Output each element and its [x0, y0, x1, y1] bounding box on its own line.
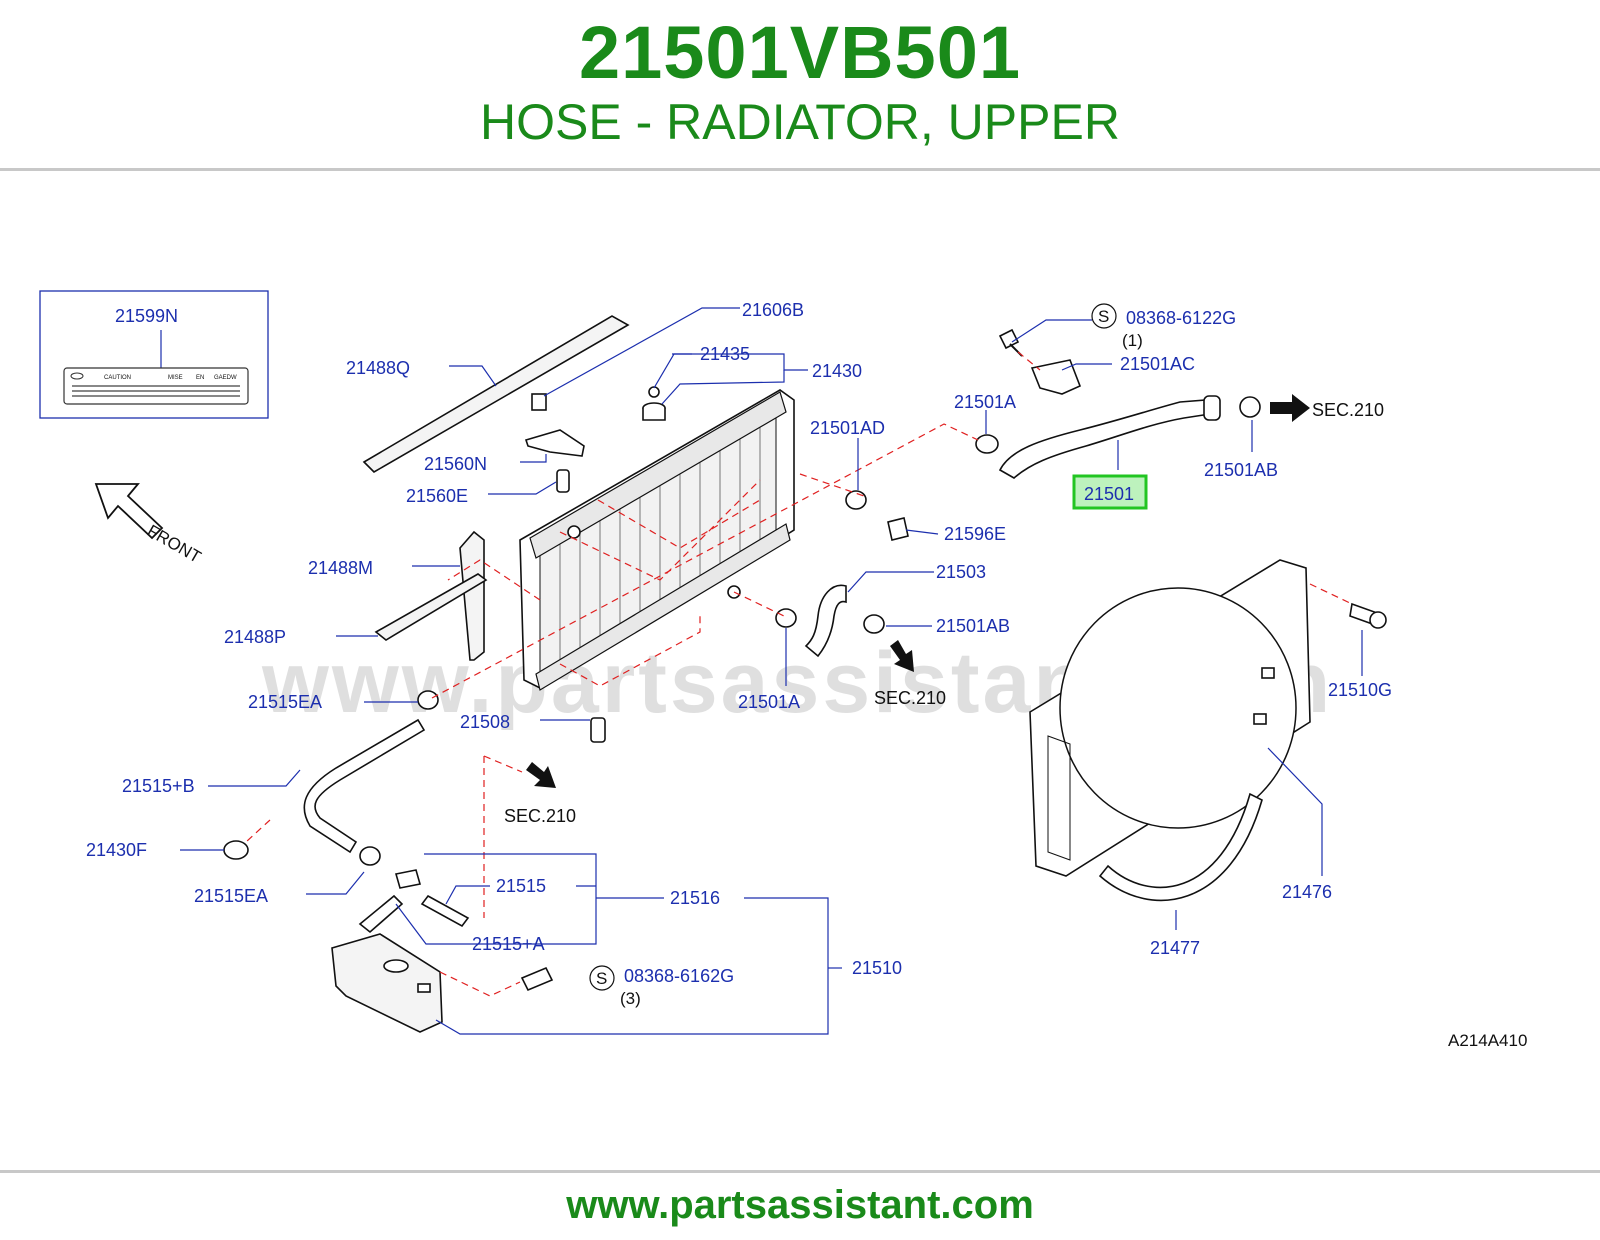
callout-08368-6162G-label: 08368-6162G [624, 966, 734, 986]
gasket-21435[interactable] [648, 386, 660, 398]
part-number-title: 21501VB501 [578, 11, 1022, 94]
callout-21501AC[interactable]: 21501AC [1120, 354, 1195, 374]
sec210-arrow-icon-right [1270, 394, 1310, 422]
callout-08368-6122G-qty: (1) [1122, 331, 1143, 350]
callout-21599N[interactable]: 21599N [115, 306, 178, 326]
bolt-21510G[interactable] [1349, 602, 1387, 629]
drawing-code: A214A410 [1448, 1031, 1527, 1050]
callout-21515[interactable]: 21515 [496, 876, 546, 896]
callout-21501A-top[interactable]: 21501A [954, 392, 1016, 412]
front-arrow-icon: FRONT [94, 483, 204, 567]
fan-shroud-21477[interactable] [1098, 792, 1263, 902]
clamp-21501AB-mid[interactable] [863, 614, 885, 634]
screw-marker-s: S [596, 969, 607, 988]
callout-21515EA-top[interactable]: 21515EA [248, 692, 322, 712]
tee-21515[interactable] [394, 869, 422, 889]
callout-08368-6122G[interactable]: S 08368-6122G (1) [1091, 303, 1236, 350]
seal-21488P[interactable] [374, 573, 488, 641]
clamp-21501AB-top[interactable] [1239, 396, 1261, 418]
front-label: FRONT [144, 521, 204, 567]
clamp-21501A-mid[interactable] [775, 608, 797, 628]
highlighted-part-21501[interactable]: 21501 [1072, 474, 1148, 510]
clamp-21515EA-top[interactable] [417, 690, 439, 710]
callout-21501AB-top[interactable]: 21501AB [1204, 460, 1278, 480]
clamp-21501AD[interactable] [845, 490, 867, 510]
sec210-arrow-icon-left [526, 762, 556, 788]
page-header: 21501VB501 HOSE - RADIATOR, UPPER [0, 0, 1600, 168]
callout-21477[interactable]: 21477 [1150, 938, 1200, 958]
callout-21488Q[interactable]: 21488Q [346, 358, 410, 378]
callout-21476[interactable]: 21476 [1282, 882, 1332, 902]
footer-divider [0, 1170, 1600, 1173]
sticker-text-en: EN [196, 375, 204, 381]
highlighted-part-label: 21501 [1084, 484, 1134, 504]
mount-21560E[interactable] [556, 469, 570, 493]
callout-21435[interactable]: 21435 [700, 344, 750, 364]
hose-21515A[interactable] [358, 894, 404, 934]
screw-marker-s: S [1098, 307, 1109, 326]
callout-21606B[interactable]: 21606B [742, 300, 804, 320]
assembly-dash-lines [245, 351, 1353, 997]
overflow-hose-21515B[interactable] [303, 718, 426, 854]
bolt-08368-6162G[interactable] [520, 966, 554, 992]
reservoir-tank-21510[interactable] [331, 933, 443, 1033]
clamp-21430F[interactable] [223, 840, 249, 860]
callout-21510G[interactable]: 21510G [1328, 680, 1392, 700]
clamp-21515EA-bot[interactable] [359, 846, 381, 866]
radiator-core[interactable] [519, 389, 795, 691]
callout-21501A-mid[interactable]: 21501A [738, 692, 800, 712]
bracket-21560N[interactable] [524, 429, 585, 457]
part-description: HOSE - RADIATOR, UPPER [480, 94, 1120, 150]
callout-21515EA-bot[interactable]: 21515EA [194, 886, 268, 906]
callout-21501AD[interactable]: 21501AD [810, 418, 885, 438]
sticker-text-caution: CAUTION [104, 375, 131, 381]
inset-label-box: 21599N CAUTION MISE EN GAEDW [39, 290, 269, 419]
plug-21596E[interactable] [887, 517, 909, 541]
callout-21560E[interactable]: 21560E [406, 486, 468, 506]
footer-url[interactable]: www.partsassistant.com [566, 1183, 1034, 1227]
callout-21488P[interactable]: 21488P [224, 627, 286, 647]
callout-21501AB-mid[interactable]: 21501AB [936, 616, 1010, 636]
callout-21515A[interactable]: 21515+A [472, 934, 545, 954]
cap-21430[interactable] [642, 402, 666, 421]
callout-08368-6162G-qty: (3) [620, 989, 641, 1008]
callout-21488M[interactable]: 21488M [308, 558, 373, 578]
lower-radiator-hose-21503[interactable] [804, 584, 847, 658]
callout-21510[interactable]: 21510 [852, 958, 902, 978]
callout-21503[interactable]: 21503 [936, 562, 986, 582]
header-divider [0, 168, 1600, 171]
callout-21515B[interactable]: 21515+B [122, 776, 195, 796]
seal-strip-21488Q[interactable] [362, 315, 630, 474]
fan-shroud-21476[interactable] [1029, 559, 1311, 877]
bracket-21501AC[interactable] [1030, 359, 1082, 395]
clamp-21501A-top[interactable] [975, 434, 999, 454]
hose-21515[interactable] [420, 894, 470, 928]
sec210-label-left[interactable]: SEC.210 [504, 806, 576, 826]
callout-21430[interactable]: 21430 [812, 361, 862, 381]
mount-21508[interactable] [590, 717, 606, 743]
callout-21596E[interactable]: 21596E [944, 524, 1006, 544]
callout-21560N[interactable]: 21560N [424, 454, 487, 474]
callout-08368-6162G[interactable]: S 08368-6162G (3) [589, 965, 734, 1008]
sec210-label-right[interactable]: SEC.210 [1312, 400, 1384, 420]
callout-21508[interactable]: 21508 [460, 712, 510, 732]
clip-21606B[interactable] [531, 393, 547, 411]
callout-21430F[interactable]: 21430F [86, 840, 147, 860]
callout-08368-6122G-label: 08368-6122G [1126, 308, 1236, 328]
leader-lines [180, 307, 1363, 1035]
sec210-arrow-icon-mid [890, 640, 914, 672]
sec210-label-mid[interactable]: SEC.210 [874, 688, 946, 708]
callout-21516[interactable]: 21516 [670, 888, 720, 908]
sticker-text-gaedw: GAEDW [214, 375, 237, 381]
seal-21488M[interactable] [459, 530, 485, 661]
sticker-text-mise: MISE [168, 375, 183, 381]
upper-radiator-hose-21501[interactable] [998, 395, 1221, 479]
